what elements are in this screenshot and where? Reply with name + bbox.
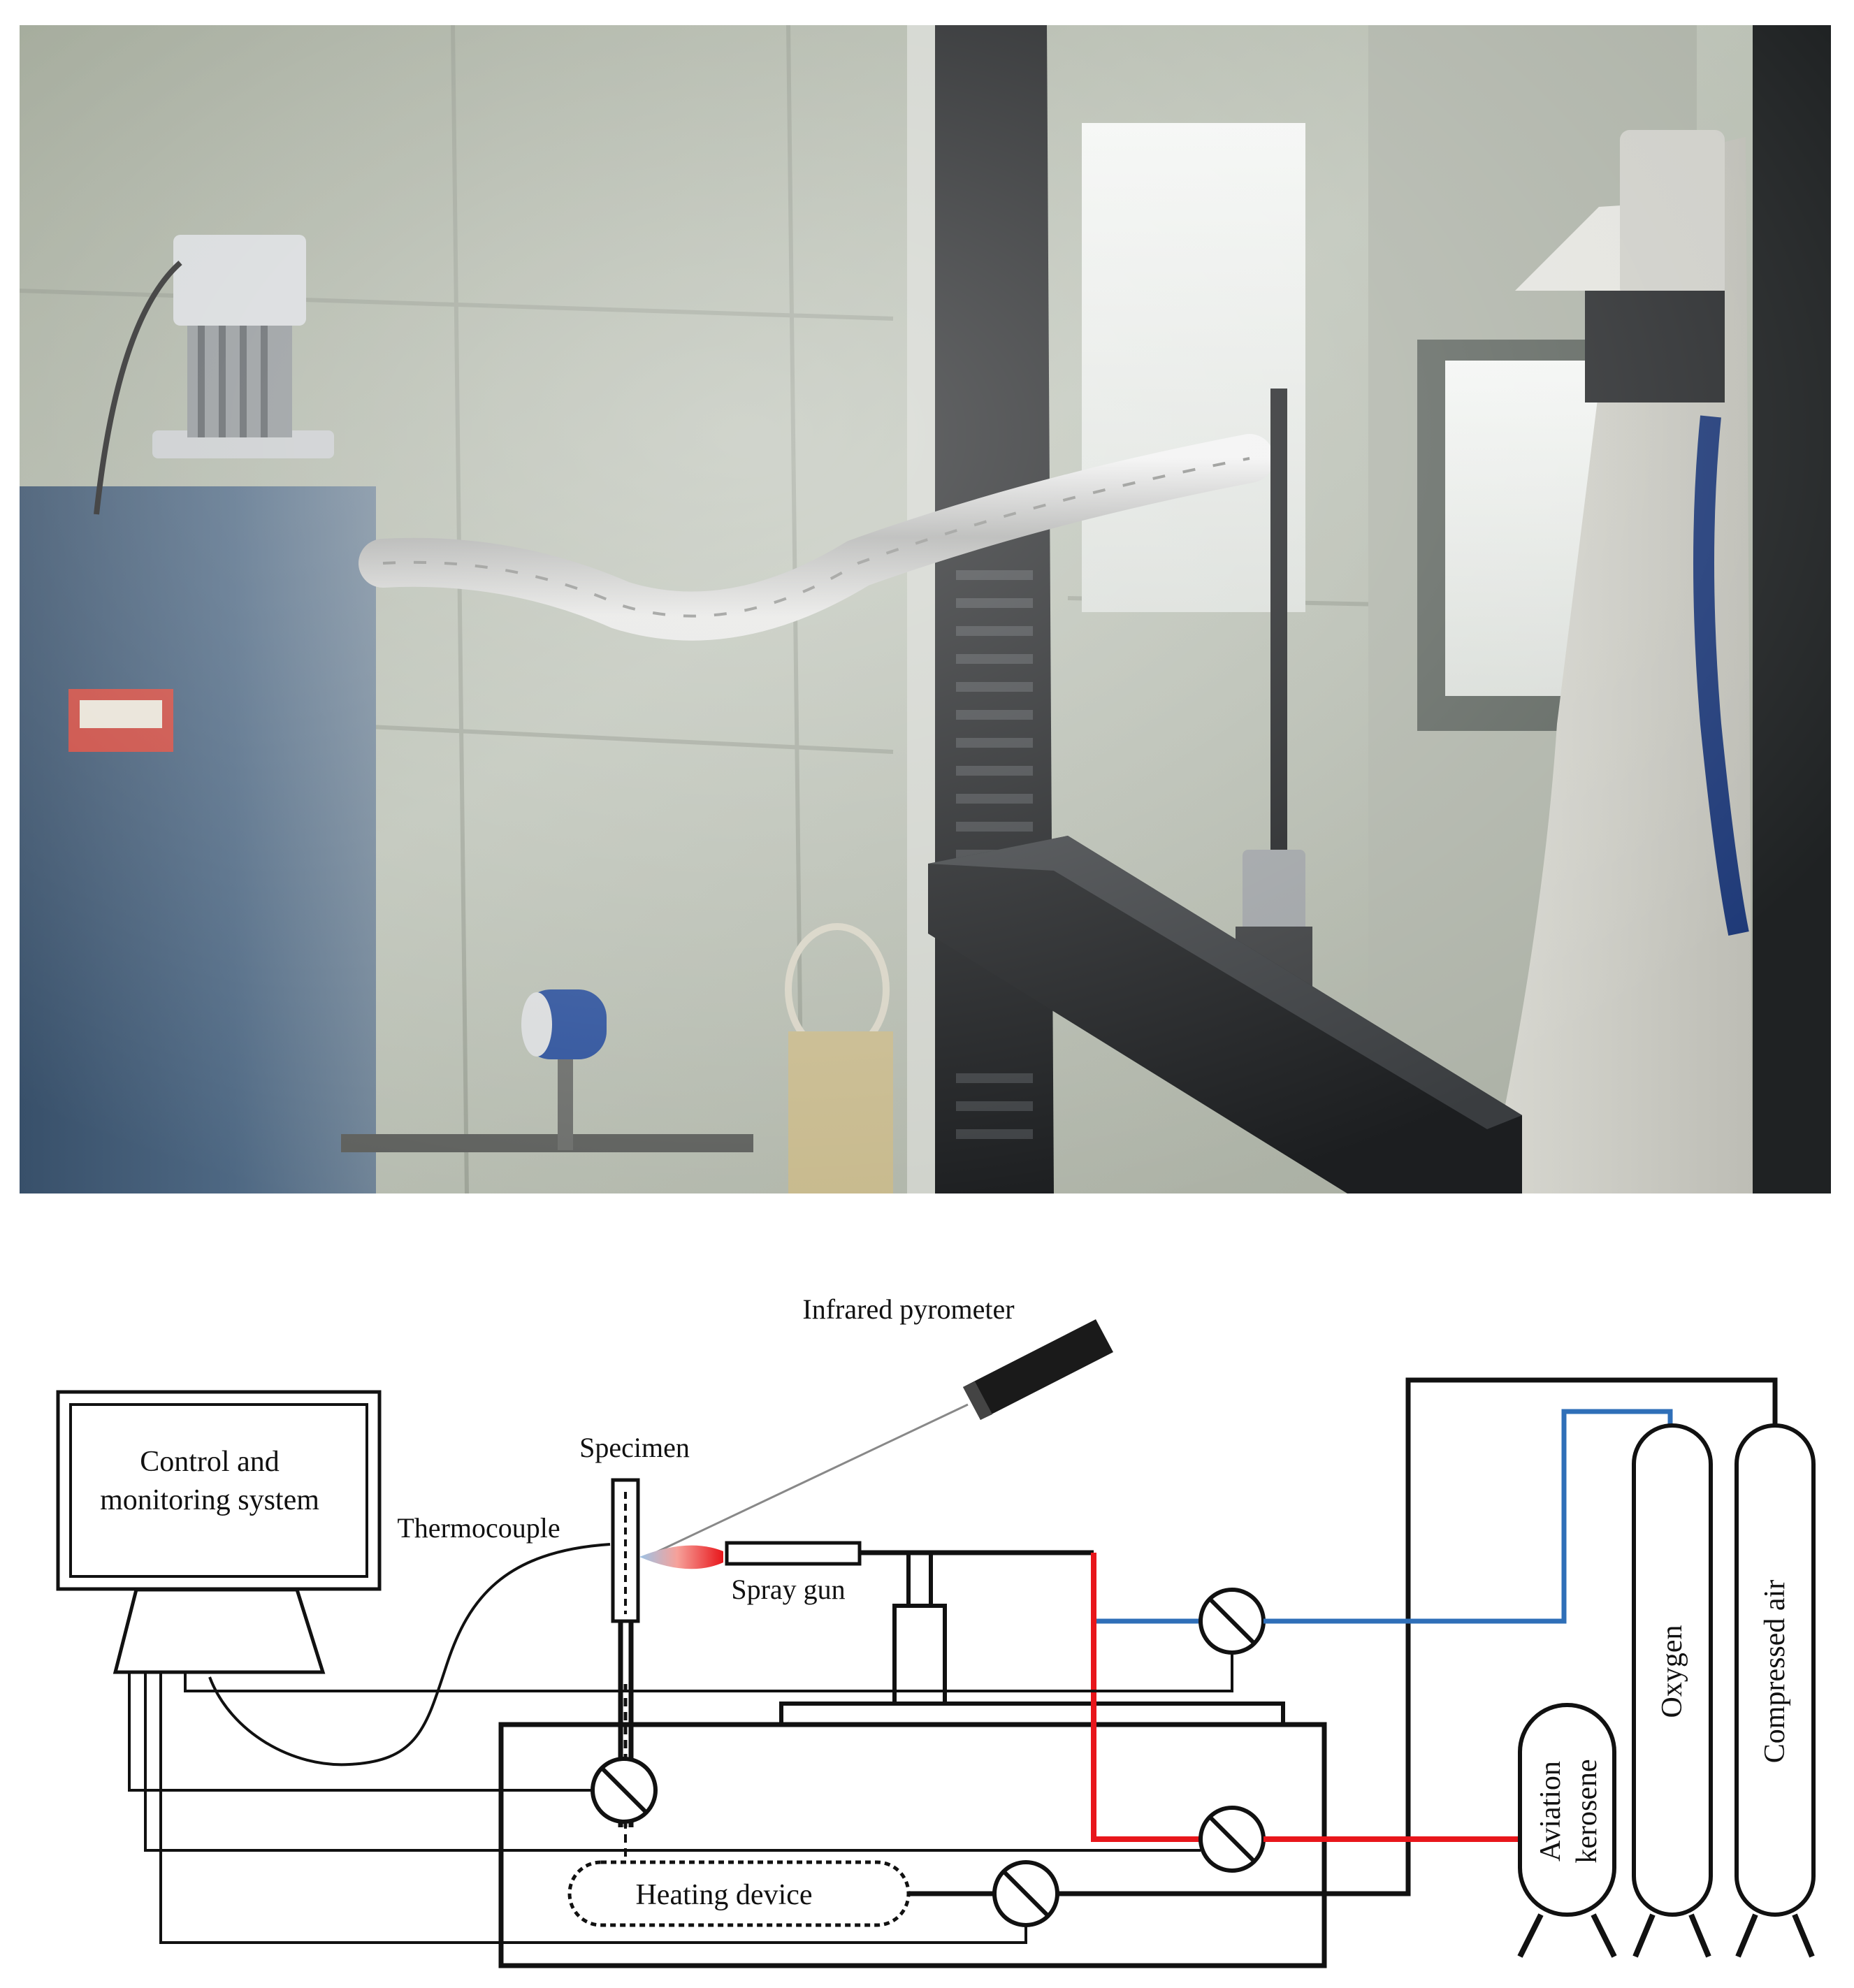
valve-kerosene <box>1198 1806 1266 1873</box>
compressed-air-tank <box>1734 1423 1816 1958</box>
kerosene-label-line1: Aviation <box>1535 1761 1567 1862</box>
valve-heating <box>992 1860 1059 1927</box>
platform <box>779 1702 1285 1727</box>
valve-specimen <box>591 1757 658 1824</box>
flame <box>639 1545 723 1569</box>
valve-oxygen <box>1198 1588 1266 1655</box>
control-monitor <box>56 1390 382 1674</box>
specimen <box>611 1478 640 1623</box>
specimen-label: Specimen <box>579 1432 690 1463</box>
signal-wires <box>128 1653 1233 1944</box>
oxygen-label: Oxygen <box>1656 1625 1688 1718</box>
control-label-line1: Control and <box>140 1446 279 1478</box>
spray-gun <box>725 1541 862 1566</box>
oxygen-tank <box>1632 1423 1713 1958</box>
apparatus-photo <box>20 25 1831 1193</box>
compressed-air-line <box>1057 1377 1778 1896</box>
base-cabinet <box>498 1722 1327 1968</box>
thermocouple-wire <box>208 1543 611 1766</box>
kerosene-tank <box>1517 1703 1617 1958</box>
oxygen-line-tank <box>1263 1409 1673 1624</box>
kerosene-label-line2: kerosene <box>1571 1759 1603 1863</box>
thermocouple-label: Thermocouple <box>397 1512 560 1544</box>
infrared-pyrometer <box>963 1319 1113 1420</box>
schematic-diagram: Infrared pyrometer Control and monitorin… <box>56 1293 1816 1968</box>
heating-device-label: Heating device <box>635 1879 812 1911</box>
infrared-pyrometer-label: Infrared pyrometer <box>802 1293 1014 1325</box>
spray-gun-label: Spray gun <box>731 1574 845 1605</box>
control-label-line2: monitoring system <box>100 1484 319 1516</box>
gun-stand <box>892 1604 947 1706</box>
kerosene-line-gun <box>1091 1553 1201 1842</box>
compressed-air-label: Compressed air <box>1759 1580 1791 1763</box>
pyrometer-beam <box>646 1403 969 1558</box>
